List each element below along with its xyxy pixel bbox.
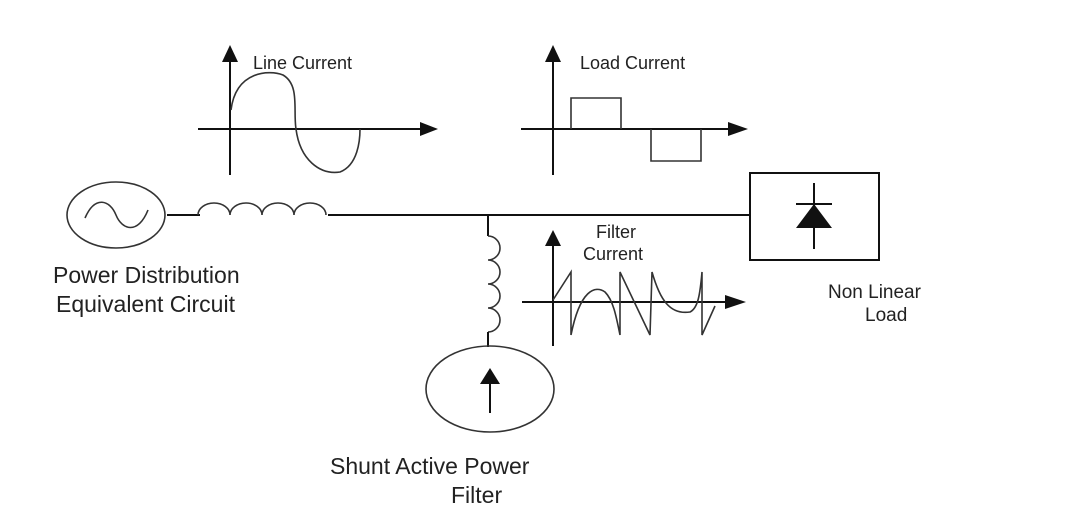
y-axis-arrow-icon — [222, 45, 238, 62]
x-axis-arrow-icon — [420, 122, 438, 136]
line-current-graph: Line Current — [198, 45, 438, 175]
x-axis-arrow-icon — [728, 122, 748, 136]
x-axis-arrow-icon — [725, 295, 746, 309]
filter-waveform — [552, 269, 716, 336]
sine-wave — [230, 71, 361, 174]
load-current-graph: Load Current — [521, 45, 748, 175]
series-inductor-icon — [197, 202, 327, 216]
nonlinear-load-box — [749, 172, 880, 261]
negative-pulse — [650, 129, 702, 162]
ac-source-icon — [66, 181, 166, 249]
power-distribution-label-1: Power Distribution — [53, 262, 240, 288]
shunt-filter-label-1: Shunt Active Power — [330, 453, 530, 479]
y-axis-arrow-icon — [545, 45, 561, 62]
nonlinear-load-label-2: Load — [865, 305, 907, 326]
filter-current-graph: Filter Current — [522, 222, 746, 346]
load-current-label: Load Current — [580, 53, 685, 73]
shunt-inductor-icon — [487, 235, 501, 333]
y-axis-arrow-icon — [545, 230, 561, 246]
filter-current-label-1: Filter — [596, 222, 636, 242]
filter-current-label-2: Current — [583, 244, 643, 264]
nonlinear-load-label-1: Non Linear — [828, 282, 922, 303]
shunt-filter-label-2: Filter — [451, 482, 502, 508]
current-source-icon — [425, 345, 555, 433]
positive-pulse — [570, 97, 622, 129]
diode-icon — [796, 204, 832, 228]
line-current-label: Line Current — [253, 53, 352, 73]
power-distribution-label-2: Equivalent Circuit — [56, 291, 236, 317]
